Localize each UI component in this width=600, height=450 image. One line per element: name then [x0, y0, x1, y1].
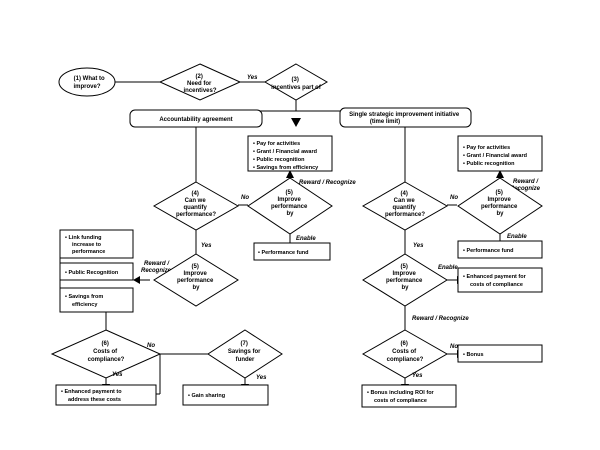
box-left-enhanced-payment: • Enhanced payment to address these cost…: [55, 384, 157, 406]
decision-left-costs: (6) Costs of compliance?: [50, 329, 162, 379]
decision-left-improve-top: (5) Improve performance by: [247, 177, 333, 235]
reward-recognize-label: Reward / Recognize: [510, 179, 541, 192]
yes-label: Yes: [201, 243, 212, 249]
svg-text:(4) Can we quantif: (4) Can we quantify performance?: [385, 191, 425, 218]
decision-right-improve-mid: (5) Improve performance by: [362, 253, 448, 307]
box-left-link-funding: • Link funding increase to performance: [59, 229, 134, 259]
decision-right-costs: (6) Costs of compliance?: [361, 329, 449, 379]
decision-savings-for-funder: (7) Savings for funder: [207, 329, 283, 379]
box-left-performance-fund: • Performance fund: [253, 242, 331, 261]
svg-text:• Public Recognition: • Public Recognition: [65, 270, 119, 276]
svg-text:• Savings from efficienc: • Savings from efficiency: [65, 294, 105, 308]
svg-text:• Enhanced payment to ad: • Enhanced payment to address these cost…: [61, 389, 123, 403]
box-single-strategic-initiative: Single strategic improvement initiative …: [339, 107, 472, 128]
yes-label: Yes: [256, 375, 267, 381]
svg-text:(3) incentives part of: (3) incentives part of: [271, 77, 322, 91]
decision-need-for-incentives: (2) Need for incentives?: [158, 63, 242, 101]
svg-text:(7) Savings for fu: (7) Savings for funder: [228, 341, 262, 363]
box-left-public-recognition: • Public Recognition: [59, 262, 134, 281]
svg-text:• Link funding increase: • Link funding increase to performance: [65, 235, 105, 255]
reward-recognize-label: Reward / Recognize: [141, 261, 172, 274]
svg-text:Accountability agreement: Accountability agreement: [159, 117, 232, 123]
no-label: No: [450, 344, 458, 350]
svg-text:• Bonus including ROI for: • Bonus including ROI for costs of compl…: [367, 390, 435, 404]
reward-recognize-label: Reward / Recognize: [299, 180, 356, 186]
svg-text:• Pay for activities • G: • Pay for activities • Grant / Financial…: [463, 145, 529, 167]
yes-label: Yes: [112, 372, 123, 378]
svg-text:(6) Costs of compl: (6) Costs of compliance?: [88, 341, 125, 363]
enable-label: Enable: [296, 236, 316, 242]
yes-label: Yes: [412, 373, 423, 379]
node-what-to-improve: (1) What to improve?: [58, 67, 116, 97]
svg-text:(5) Improve perfor: (5) Improve performance by: [177, 264, 215, 291]
box-left-savings-efficiency: • Savings from efficiency: [59, 287, 134, 313]
svg-text:• Enhanced payment for: • Enhanced payment for costs of complian…: [463, 274, 527, 288]
decision-left-quantify: (4) Can we quantify performance?: [152, 181, 240, 231]
no-label: No: [241, 195, 249, 201]
box-gain-sharing: • Gain sharing: [182, 384, 269, 406]
svg-text:(1) What to improve?: (1) What to improve?: [73, 76, 106, 90]
box-left-top-incentives: • Pay for activities • Grant / Financial…: [247, 135, 333, 172]
svg-text:(5) Improve perfor: (5) Improve performance by: [481, 190, 519, 217]
box-right-enhanced-payment: • Enhanced payment for costs of complian…: [457, 267, 543, 293]
enable-label: Enable: [507, 234, 527, 240]
box-right-top-incentives: • Pay for activities • Grant / Financial…: [457, 135, 543, 172]
box-bonus: • Bonus: [457, 344, 543, 363]
svg-text:Single strategic improvement i: Single strategic improvement initiative …: [349, 112, 461, 125]
box-bonus-roi: • Bonus including ROI for costs of compl…: [361, 384, 457, 408]
svg-text:• Performance fund: • Performance fund: [258, 250, 309, 256]
svg-text:(6) Costs of compl: (6) Costs of compliance?: [387, 341, 424, 363]
decision-left-improve-mid: (5) Improve performance by: [153, 253, 239, 307]
svg-text:• Bonus: • Bonus: [463, 352, 484, 358]
svg-text:• Pay for activities • G: • Pay for activities • Grant / Financial…: [253, 141, 319, 171]
no-label: No: [450, 195, 458, 201]
node-incentives-part-of: (3) incentives part of: [264, 63, 328, 101]
svg-text:(4) Can we quantif: (4) Can we quantify performance?: [176, 191, 216, 218]
svg-text:• Performance fund: • Performance fund: [463, 248, 514, 254]
no-label: No: [147, 343, 155, 349]
box-accountability-agreement: Accountability agreement: [129, 109, 263, 128]
decision-right-quantify: (4) Can we quantify performance?: [361, 181, 449, 231]
svg-text:(5) Improve perfor: (5) Improve performance by: [271, 190, 309, 217]
svg-text:• Gain sharing: • Gain sharing: [188, 393, 225, 399]
enable-label: Enable: [438, 265, 458, 271]
decision-right-improve-top: (5) Improve performance by: [457, 177, 543, 235]
reward-recognize-label: Reward / Recognize: [412, 316, 469, 322]
svg-text:(2) Need for incen: (2) Need for incentives?: [183, 74, 216, 94]
box-right-performance-fund: • Performance fund: [457, 240, 543, 259]
yes-label: Yes: [247, 75, 258, 81]
yes-label: Yes: [413, 243, 424, 249]
svg-text:(5) Improve perfor: (5) Improve performance by: [386, 264, 424, 291]
